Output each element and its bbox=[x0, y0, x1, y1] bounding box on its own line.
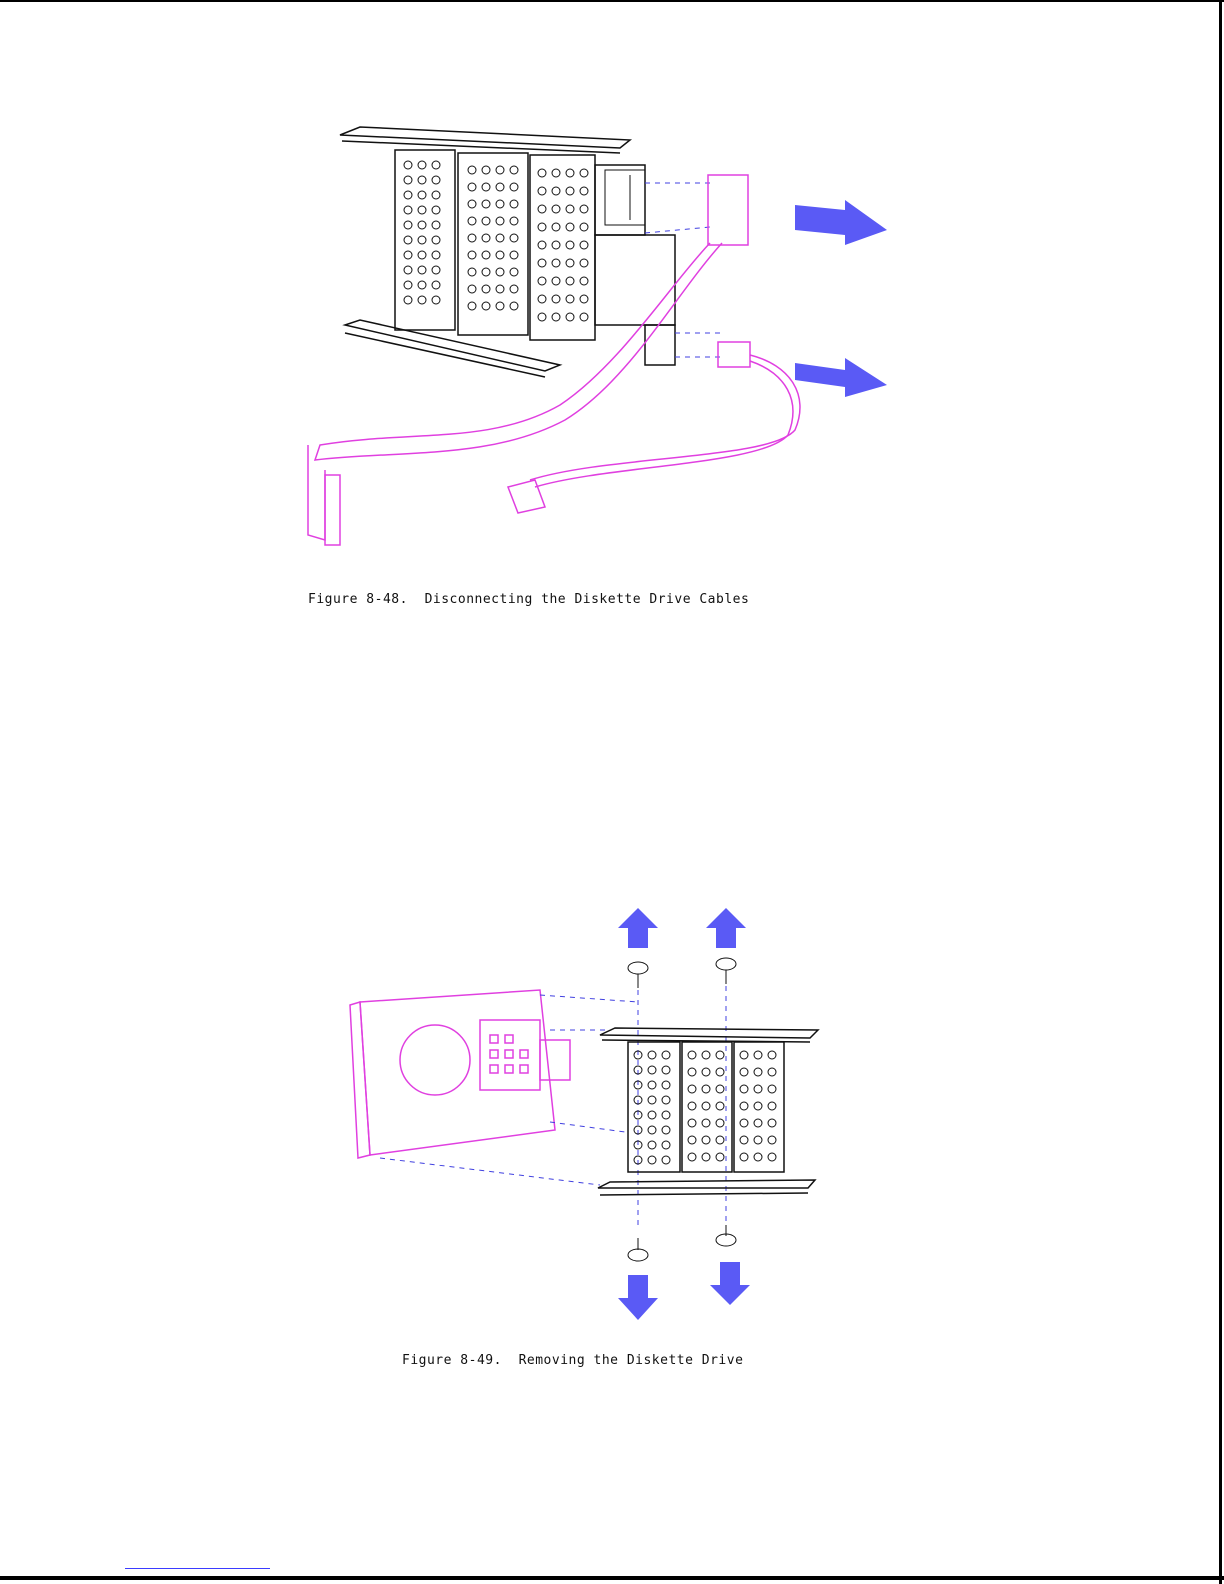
arrow-right-icon bbox=[795, 358, 887, 397]
diskette-drive bbox=[350, 990, 570, 1158]
data-connector bbox=[605, 170, 645, 225]
figure-removing-drive bbox=[340, 900, 840, 1330]
page-border-right bbox=[1219, 0, 1222, 1584]
drive-cage bbox=[598, 1028, 818, 1195]
footer-link-rule bbox=[125, 1568, 270, 1569]
figure-caption: Figure 8-49. Removing the Diskette Drive bbox=[402, 1353, 743, 1368]
screw-icon bbox=[716, 958, 736, 984]
page-border-bottom bbox=[0, 1576, 1224, 1580]
drive-cage bbox=[340, 127, 675, 377]
vent-holes bbox=[404, 161, 588, 321]
arrow-up-icon bbox=[706, 908, 746, 948]
vent-holes bbox=[634, 1051, 776, 1164]
screw-icon bbox=[628, 1238, 648, 1261]
figure-disconnecting-cables bbox=[290, 115, 910, 565]
screw-icon bbox=[628, 962, 648, 988]
arrow-right-icon bbox=[795, 200, 887, 245]
diskette-drive-illustration bbox=[340, 900, 840, 1330]
arrow-up-icon bbox=[618, 908, 658, 948]
page-border-top bbox=[0, 0, 1224, 2]
diskette-cables-illustration bbox=[290, 115, 910, 565]
arrow-down-icon bbox=[618, 1275, 658, 1320]
arrow-down-icon bbox=[710, 1262, 750, 1305]
figure-caption: Figure 8-48. Disconnecting the Diskette … bbox=[308, 592, 749, 607]
screw-icon bbox=[716, 1225, 736, 1246]
